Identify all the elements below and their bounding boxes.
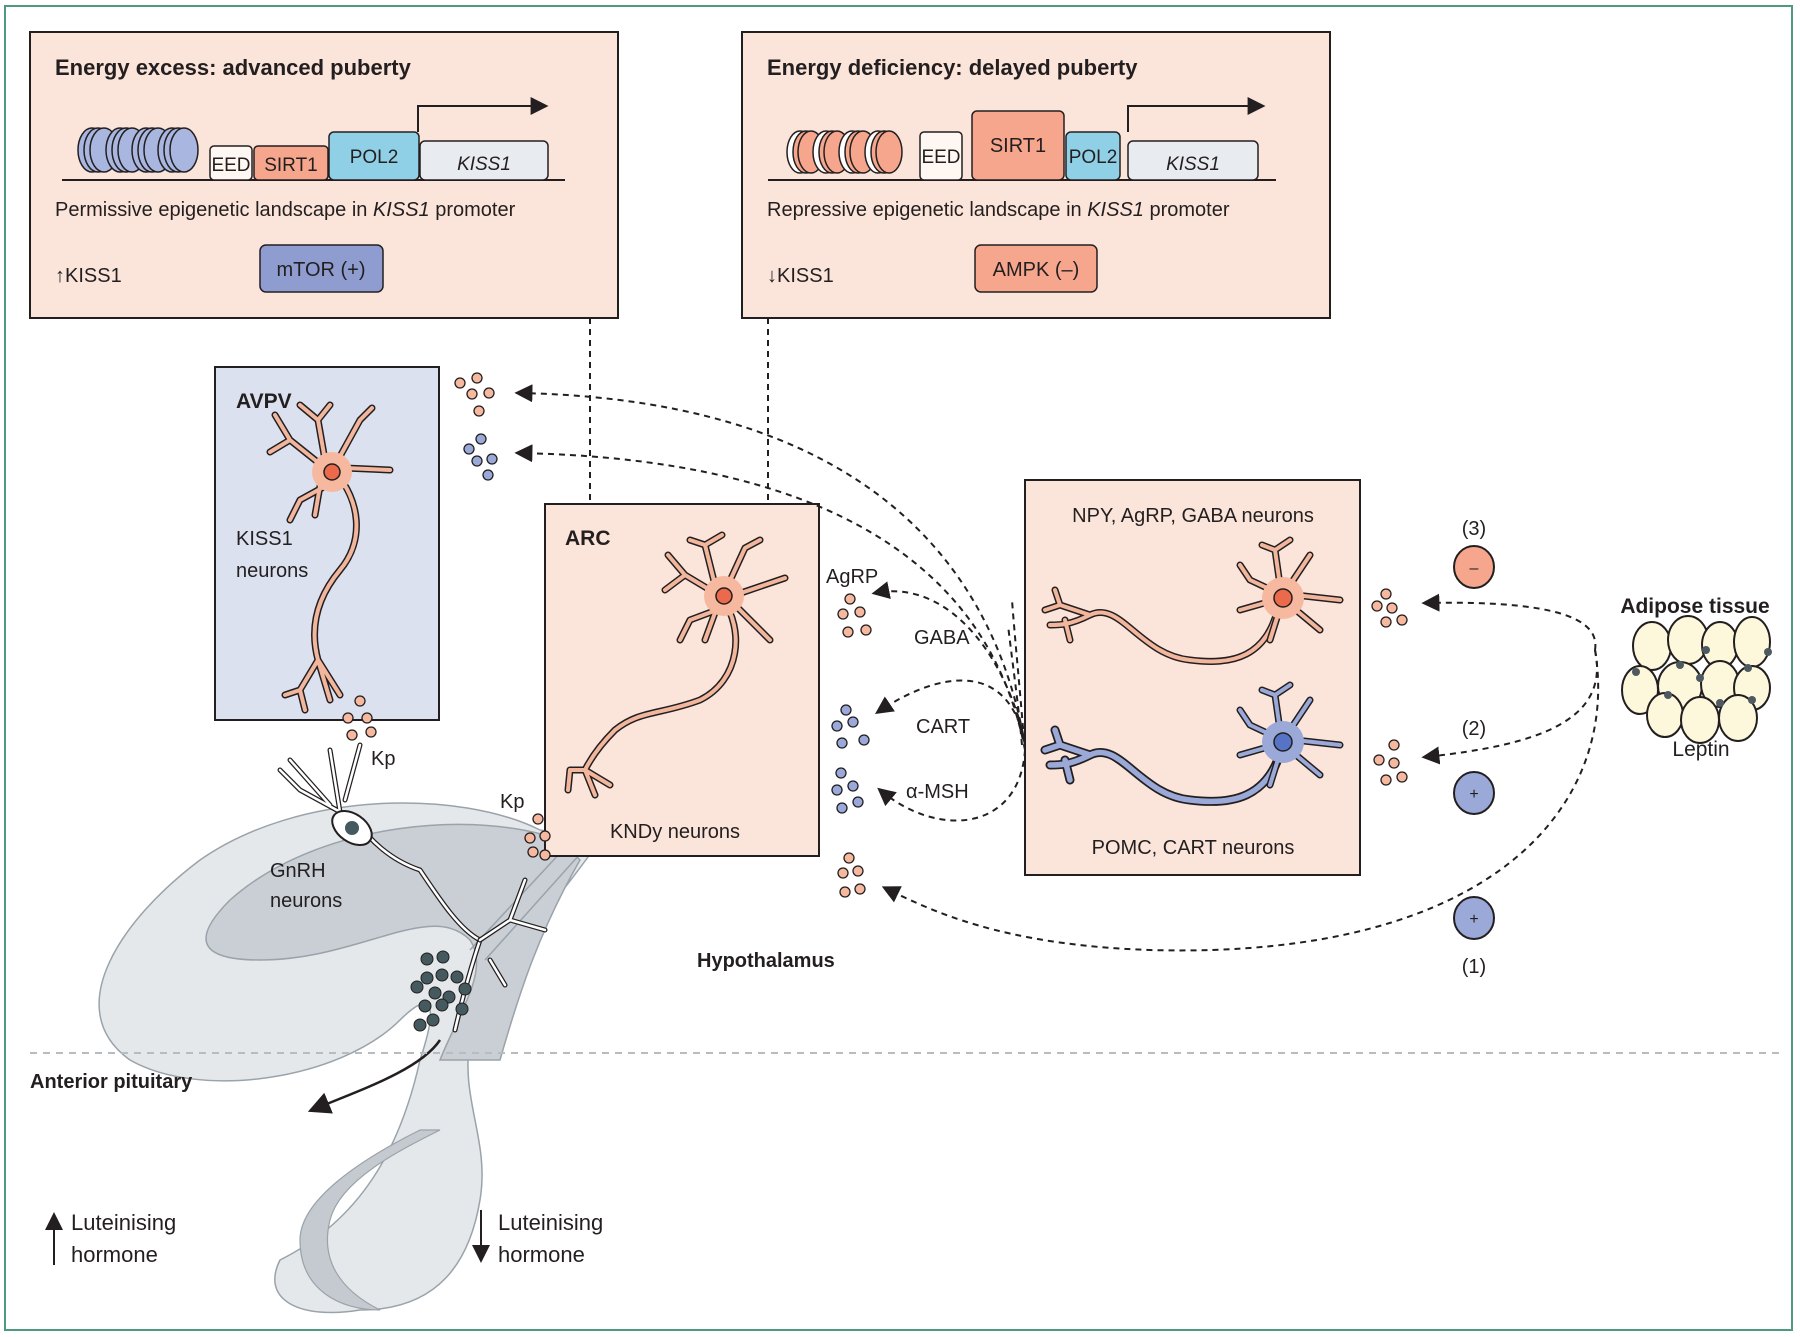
cart-dots bbox=[831, 704, 870, 749]
path-1-sign: + bbox=[1469, 911, 1478, 928]
agrp-dots bbox=[837, 593, 872, 638]
lh-increase: Luteinising hormone bbox=[45, 1210, 176, 1267]
lh-up-line1: Luteinising bbox=[71, 1210, 176, 1235]
arc-kp-label: Kp bbox=[500, 791, 524, 813]
path-3-sign: – bbox=[1470, 560, 1479, 577]
leptin-dots-3 bbox=[1371, 588, 1408, 628]
avpv-orange-dots bbox=[454, 372, 495, 417]
arrow-down-icon bbox=[472, 1245, 490, 1263]
pol2-label: POL2 bbox=[350, 147, 399, 168]
nucleosomes-closed bbox=[786, 130, 903, 174]
feeding-neurons-box: NPY, AgRP, GABA neurons POMC, CART neuro… bbox=[1024, 479, 1361, 876]
kiss1-gene-label: KISS1 bbox=[457, 154, 511, 175]
pol2-block bbox=[1065, 131, 1121, 181]
adipose-tissue-title: Adipose tissue bbox=[1620, 595, 1769, 618]
lh-down-line1: Luteinising bbox=[498, 1210, 603, 1235]
path-2-number: (2) bbox=[1462, 718, 1486, 740]
arrow-up-icon bbox=[45, 1212, 63, 1230]
arc-label: KNDy neurons bbox=[610, 821, 740, 843]
path-2-sign: + bbox=[1469, 786, 1478, 803]
figure-frame bbox=[4, 5, 1793, 1331]
gnrh-to-pituitary-arrow-icon bbox=[307, 1039, 442, 1114]
lh-decrease: Luteinising hormone bbox=[472, 1210, 603, 1267]
leptin-paths bbox=[881, 593, 1600, 952]
kiss1-gene-label: KISS1 bbox=[1166, 154, 1220, 175]
kiss1-gene-block bbox=[1127, 140, 1259, 181]
npy-agrp-gaba-label: NPY, AgRP, GABA neurons bbox=[1072, 505, 1314, 527]
gnrh-nucleus bbox=[345, 821, 359, 835]
kiss1-gene-block bbox=[419, 140, 549, 181]
pomc-cart-neuron bbox=[1040, 681, 1344, 806]
pol2-block bbox=[328, 131, 420, 181]
path-1-number: (1) bbox=[1462, 956, 1486, 978]
mtor-badge bbox=[259, 244, 384, 293]
eed-label: EED bbox=[211, 155, 250, 176]
gnrh-label-line1: GnRH bbox=[270, 860, 326, 882]
panel-deficiency-title: Energy deficiency: delayed puberty bbox=[767, 55, 1138, 80]
adipocytes-icon bbox=[1621, 615, 1772, 744]
msh-dots bbox=[831, 767, 864, 814]
inhibition-icon bbox=[1453, 545, 1495, 589]
panel-energy-excess: Energy excess: advanced puberty EED SIRT… bbox=[29, 31, 619, 319]
panel-excess-title: Energy excess: advanced puberty bbox=[55, 55, 412, 80]
avpv-blue-dots bbox=[463, 433, 498, 481]
leptin-dots-2 bbox=[1373, 739, 1408, 786]
pomc-nucleus bbox=[1273, 732, 1293, 752]
leptin-label: Leptin bbox=[1672, 738, 1729, 761]
alpha-msh-label: α-MSH bbox=[906, 781, 969, 803]
kiss1-decrease-label: ↓KISS1 bbox=[767, 265, 834, 287]
sirt1-label: SIRT1 bbox=[264, 155, 318, 176]
hypothalamus-pituitary-illustration bbox=[98, 802, 616, 1314]
transcription-arrow-icon bbox=[1127, 97, 1266, 132]
stimulation-icon bbox=[1453, 896, 1495, 940]
avpv-label-line1: KISS1 bbox=[236, 528, 293, 550]
panel-deficiency-caption: Repressive epigenetic landscape in KISS1… bbox=[767, 199, 1230, 221]
npy-agrp-neuron bbox=[1041, 536, 1344, 665]
transcription-arrow-icon bbox=[417, 97, 549, 132]
kndy-nucleus bbox=[715, 587, 733, 605]
lh-up-line2: hormone bbox=[71, 1242, 158, 1267]
lh-down-line2: hormone bbox=[498, 1242, 585, 1267]
gaba-label: GABA bbox=[914, 627, 970, 649]
ampk-label: AMPK (–) bbox=[993, 259, 1080, 281]
npy-nucleus bbox=[1273, 588, 1293, 608]
anterior-pituitary-label: Anterior pituitary bbox=[30, 1071, 193, 1093]
sirt1-label: SIRT1 bbox=[990, 135, 1046, 157]
feeding-projection-arrows bbox=[514, 384, 1026, 822]
path-3-number: (3) bbox=[1462, 518, 1486, 540]
cart-label: CART bbox=[916, 716, 970, 738]
avpv-kp-dots bbox=[342, 695, 377, 741]
arc-title: ARC bbox=[565, 527, 611, 550]
kiss1-nucleus bbox=[323, 463, 341, 481]
sirt1-block bbox=[253, 145, 329, 181]
arc-kp-dots bbox=[524, 813, 551, 861]
panel-energy-deficiency: Energy deficiency: delayed puberty EED S… bbox=[741, 31, 1331, 319]
ampk-badge bbox=[974, 244, 1098, 293]
arc-box: ARC KNDy neurons bbox=[544, 503, 820, 857]
eed-block bbox=[919, 131, 963, 181]
leptin-dots-1 bbox=[837, 852, 866, 898]
avpv-title: AVPV bbox=[236, 390, 292, 413]
gnrh-release-dots bbox=[410, 950, 472, 1032]
kndy-neuron bbox=[564, 531, 789, 799]
gnrh-label-line2: neurons bbox=[270, 890, 342, 912]
nucleosomes-open bbox=[77, 127, 199, 173]
pomc-cart-label: POMC, CART neurons bbox=[1092, 837, 1295, 859]
mtor-label: mTOR (+) bbox=[276, 259, 365, 281]
stimulation-icon bbox=[1453, 771, 1495, 815]
eed-block bbox=[209, 145, 253, 181]
eed-label: EED bbox=[921, 147, 960, 168]
avpv-label-line2: neurons bbox=[236, 560, 308, 582]
kiss1-increase-label: ↑KISS1 bbox=[55, 265, 122, 287]
sirt1-block bbox=[971, 110, 1065, 181]
panel-excess-caption: Permissive epigenetic landscape in KISS1… bbox=[55, 199, 516, 221]
pol2-label: POL2 bbox=[1069, 147, 1118, 168]
kiss1-neuron bbox=[266, 401, 394, 714]
avpv-box: AVPV KISS1 neurons bbox=[214, 366, 440, 721]
agrp-label: AgRP bbox=[826, 566, 878, 588]
hypothalamus-label: Hypothalamus bbox=[697, 950, 835, 972]
avpv-kp-label: Kp bbox=[371, 748, 395, 770]
